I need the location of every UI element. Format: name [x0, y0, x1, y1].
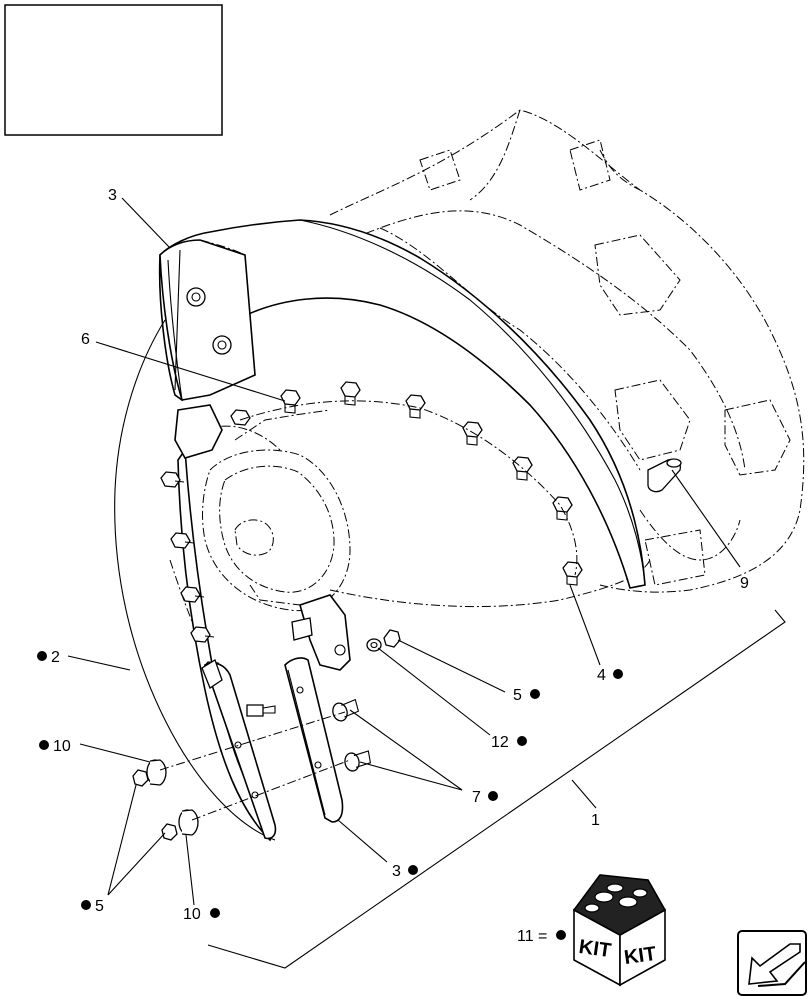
kit-label-left: KIT — [577, 936, 612, 962]
bullet-11 — [556, 930, 566, 940]
bullet-7 — [488, 791, 498, 801]
callout-6: 6 — [81, 331, 90, 348]
bolt-row-arc — [230, 381, 583, 586]
callout-11: 11 = — [517, 928, 547, 945]
callout-9: 9 — [740, 575, 749, 592]
arrow-left-down-icon — [748, 943, 801, 985]
kit-box-icon: KIT KIT — [572, 874, 667, 987]
loose-bolts — [246, 698, 372, 772]
bullet-3-bottom — [408, 865, 418, 875]
callout-10-left: 10 — [53, 738, 71, 755]
tensioner-arm — [291, 594, 351, 671]
title-box — [4, 4, 223, 136]
alignment-lines — [159, 711, 351, 821]
callout-3-top: 3 — [108, 187, 117, 204]
wear-strip — [284, 657, 344, 823]
callout-3-bottom: 3 — [392, 863, 401, 880]
bullet-10-bottom — [210, 908, 220, 918]
callout-7: 7 — [472, 789, 481, 806]
callout-4: 4 — [597, 667, 606, 684]
side-shield — [114, 219, 646, 842]
bullet-2 — [37, 651, 47, 661]
bullet-5-mid — [530, 689, 540, 699]
washer-nut — [366, 629, 401, 652]
pin — [647, 458, 682, 493]
kit-label-right: KIT — [623, 943, 658, 969]
bracket-bolts — [186, 287, 232, 355]
callout-5-mid: 5 — [513, 687, 522, 704]
bullet-5-left — [81, 900, 91, 910]
callout-10-bottom: 10 — [183, 906, 201, 923]
spacers-nuts — [132, 759, 199, 841]
callout-5-left: 5 — [95, 898, 104, 915]
leader-lines — [67, 197, 786, 969]
callout-12: 12 — [491, 734, 509, 751]
bullet-4 — [613, 669, 623, 679]
nav-arrow-button[interactable] — [737, 930, 807, 996]
bullet-10-left — [39, 740, 49, 750]
callouts: 3 6 2 10 5 10 9 4 5 12 7 1 3 11 = — [37, 187, 749, 945]
bullet-12 — [517, 736, 527, 746]
callout-2: 2 — [51, 649, 60, 666]
callout-1: 1 — [591, 812, 600, 829]
housing-phantom — [169, 109, 805, 651]
